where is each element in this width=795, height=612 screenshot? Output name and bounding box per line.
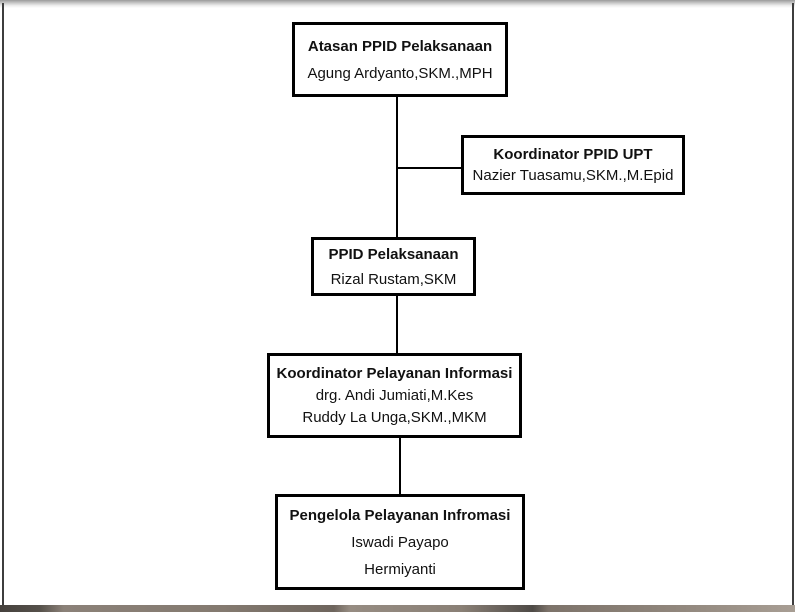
page-bottom-bar	[0, 605, 795, 612]
org-node-koordinator-pelayanan-informasi: Koordinator Pelayanan Informasi drg. And…	[267, 353, 522, 438]
org-node-koordinator-ppid-upt: Koordinator PPID UPT Nazier Tuasamu,SKM.…	[461, 135, 685, 195]
node-person: Nazier Tuasamu,SKM.,M.Epid	[472, 167, 674, 184]
org-node-ppid-pelaksanaan: PPID Pelaksanaan Rizal Rustam,SKM	[311, 237, 476, 296]
page-left-border	[2, 3, 4, 612]
node-person: Hermiyanti	[364, 560, 436, 578]
node-person: Rizal Rustam,SKM	[330, 270, 457, 288]
node-title: Pengelola Pelayanan Infromasi	[289, 506, 511, 524]
connector-koordinator-to-pengelola	[399, 438, 401, 494]
connector-branch-to-koordinator-upt	[396, 167, 461, 169]
node-title: Koordinator PPID UPT	[493, 146, 653, 163]
org-node-atasan-ppid: Atasan PPID Pelaksanaan Agung Ardyanto,S…	[292, 22, 508, 97]
node-person: Iswadi Payapo	[351, 533, 449, 551]
node-person: drg. Andi Jumiati,M.Kes	[315, 387, 474, 404]
org-node-pengelola-pelayanan-infromasi: Pengelola Pelayanan Infromasi Iswadi Pay…	[275, 494, 525, 590]
node-title: Atasan PPID Pelaksanaan	[307, 37, 493, 55]
node-title: Koordinator Pelayanan Informasi	[276, 365, 513, 382]
page-right-border	[792, 3, 794, 612]
node-title: PPID Pelaksanaan	[328, 245, 459, 263]
page-top-shadow	[0, 0, 795, 8]
node-person: Agung Ardyanto,SKM.,MPH	[307, 64, 493, 82]
node-person: Ruddy La Unga,SKM.,MKM	[302, 409, 487, 426]
connector-ppid-to-koordinator-informasi	[396, 296, 398, 353]
